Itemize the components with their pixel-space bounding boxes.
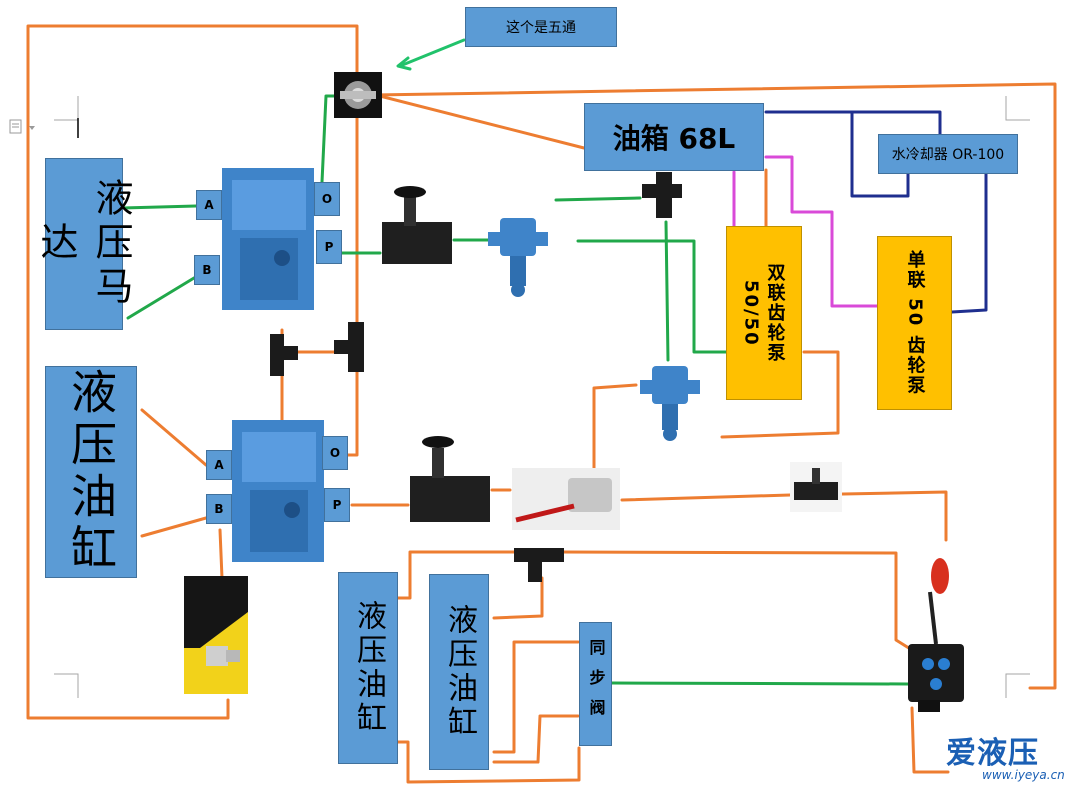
pressure-valve-lower — [640, 366, 700, 441]
document-icon — [9, 119, 35, 134]
pipe-dir-return — [910, 706, 950, 774]
pipe-tee-down-green — [664, 220, 670, 362]
directional-valve-upper — [222, 168, 314, 310]
pipe-return-loop — [26, 24, 359, 720]
pipe-sync-dir — [610, 681, 910, 686]
pipe-valve-tee — [554, 196, 642, 202]
hydraulic-cylinder-right: 液压油缸 — [429, 574, 489, 770]
tee-fitting-2 — [334, 322, 364, 372]
synchronous-valve: 同步阀 — [579, 622, 612, 746]
callout-text: 这个是五通 — [506, 20, 576, 36]
pipe-tank-cooler-top — [764, 110, 942, 136]
lower-valve-port-a-label: A — [214, 458, 224, 472]
lower-valve-port-b: B — [206, 494, 232, 524]
green-pipes — [122, 94, 910, 686]
tee-fitting-3 — [642, 172, 682, 218]
throttle-valve-right — [790, 462, 842, 512]
orange-pipes — [26, 24, 1057, 784]
watermark-brand: 爱液压 — [946, 736, 1039, 771]
quick-coupler — [184, 576, 248, 694]
callout-box: 这个是五通 — [465, 7, 617, 47]
watermark-logo: 爱液压 www.iyeya.cn — [946, 728, 1076, 784]
pipe-tank-cooler-side — [850, 110, 910, 198]
lower-valve-port-p-label: P — [332, 498, 342, 512]
upper-valve-port-a-label: A — [204, 198, 214, 212]
double-gear-pump-label: 双联齿轮泵 50/50 — [740, 263, 786, 363]
watermark-url: www.iyeya.cn — [982, 768, 1065, 782]
tee-fitting-1 — [270, 334, 298, 376]
water-cooler: 水冷却器 OR-100 — [878, 134, 1018, 174]
callout-arrow — [396, 38, 466, 71]
hydraulic-cylinder-left-label: 液压油缸 — [351, 600, 386, 736]
hydraulic-motor: 液压马达 — [34, 158, 133, 330]
synchronous-valve-label: 同步阀 — [586, 639, 606, 729]
ball-valve — [512, 468, 620, 530]
lower-valve-port-o: O — [322, 436, 348, 470]
upper-valve-port-p: P — [316, 230, 342, 264]
pipe-motor-b — [140, 516, 208, 538]
upper-valve-port-b-label: B — [202, 263, 212, 277]
upper-valve-port-o: O — [314, 182, 340, 216]
throttle-valve-upper — [382, 186, 452, 264]
double-gear-pump: 双联齿轮泵 50/50 — [726, 226, 802, 400]
pipe-tee-down — [492, 576, 544, 620]
five-way-fitting — [334, 72, 382, 118]
pipe-five-way-right — [374, 82, 1057, 690]
lower-valve-port-b-label: B — [214, 502, 224, 516]
single-gear-pump: 单联 50 齿轮泵 — [877, 236, 952, 410]
lower-valve-port-o-label: O — [329, 446, 341, 460]
magenta-pipes — [732, 155, 880, 308]
upper-valve-port-p-label: P — [324, 240, 334, 254]
hydraulic-cylinder-left: 液压油缸 — [338, 572, 398, 764]
pipe-cyl-bottom — [396, 740, 581, 784]
upper-valve-port-b: B — [194, 255, 220, 285]
single-gear-pump-label: 单联 50 齿轮泵 — [904, 250, 926, 396]
lower-valve-port-p: P — [324, 488, 350, 522]
pipe-valve-pump-green — [576, 239, 728, 354]
pipe-motor-a-green — [122, 204, 198, 210]
pipe-cooler-pump — [950, 172, 988, 314]
hydraulic-cylinder-right-label: 液压油缸 — [442, 604, 477, 740]
upper-valve-port-a: A — [196, 190, 222, 220]
pipe-cyl-left — [396, 550, 516, 600]
water-cooler-label: 水冷却器 OR-100 — [891, 147, 1005, 163]
oil-tank-label: 油箱 68L — [612, 122, 736, 155]
pipe-motor-a — [140, 408, 208, 467]
pipe-tank-pump-2 — [764, 155, 880, 308]
throttle-valve-lower — [410, 436, 490, 522]
lower-valve-port-a: A — [206, 450, 232, 480]
pipe-tee-right — [558, 550, 914, 652]
pipe-ball-up — [592, 383, 638, 477]
navy-pipes — [764, 110, 988, 314]
pipe-motor-b-green — [126, 276, 196, 320]
tee-fittings — [270, 172, 682, 582]
pipe-ball-right — [620, 490, 948, 542]
pipe-five-way-to-tank — [374, 93, 586, 150]
pressure-valve-upper — [488, 218, 548, 297]
pipe-cyl-right-1 — [492, 640, 580, 754]
upper-valve-port-o-label: O — [321, 192, 333, 206]
pipe-valve-pump — [720, 350, 840, 439]
pipe-o-five-way — [320, 94, 338, 184]
tee-fitting-4 — [514, 548, 564, 582]
manual-directional-valve — [908, 558, 964, 712]
hydraulic-cylinder-main: 液压油缸 — [45, 366, 137, 578]
directional-valve-lower — [232, 420, 324, 562]
pipe-cyl-right-2 — [492, 714, 580, 764]
hydraulic-cylinder-main-label: 液压油缸 — [64, 368, 118, 576]
hydraulic-motor-label: 液压马达 — [34, 178, 133, 310]
oil-tank: 油箱 68L — [584, 103, 764, 171]
